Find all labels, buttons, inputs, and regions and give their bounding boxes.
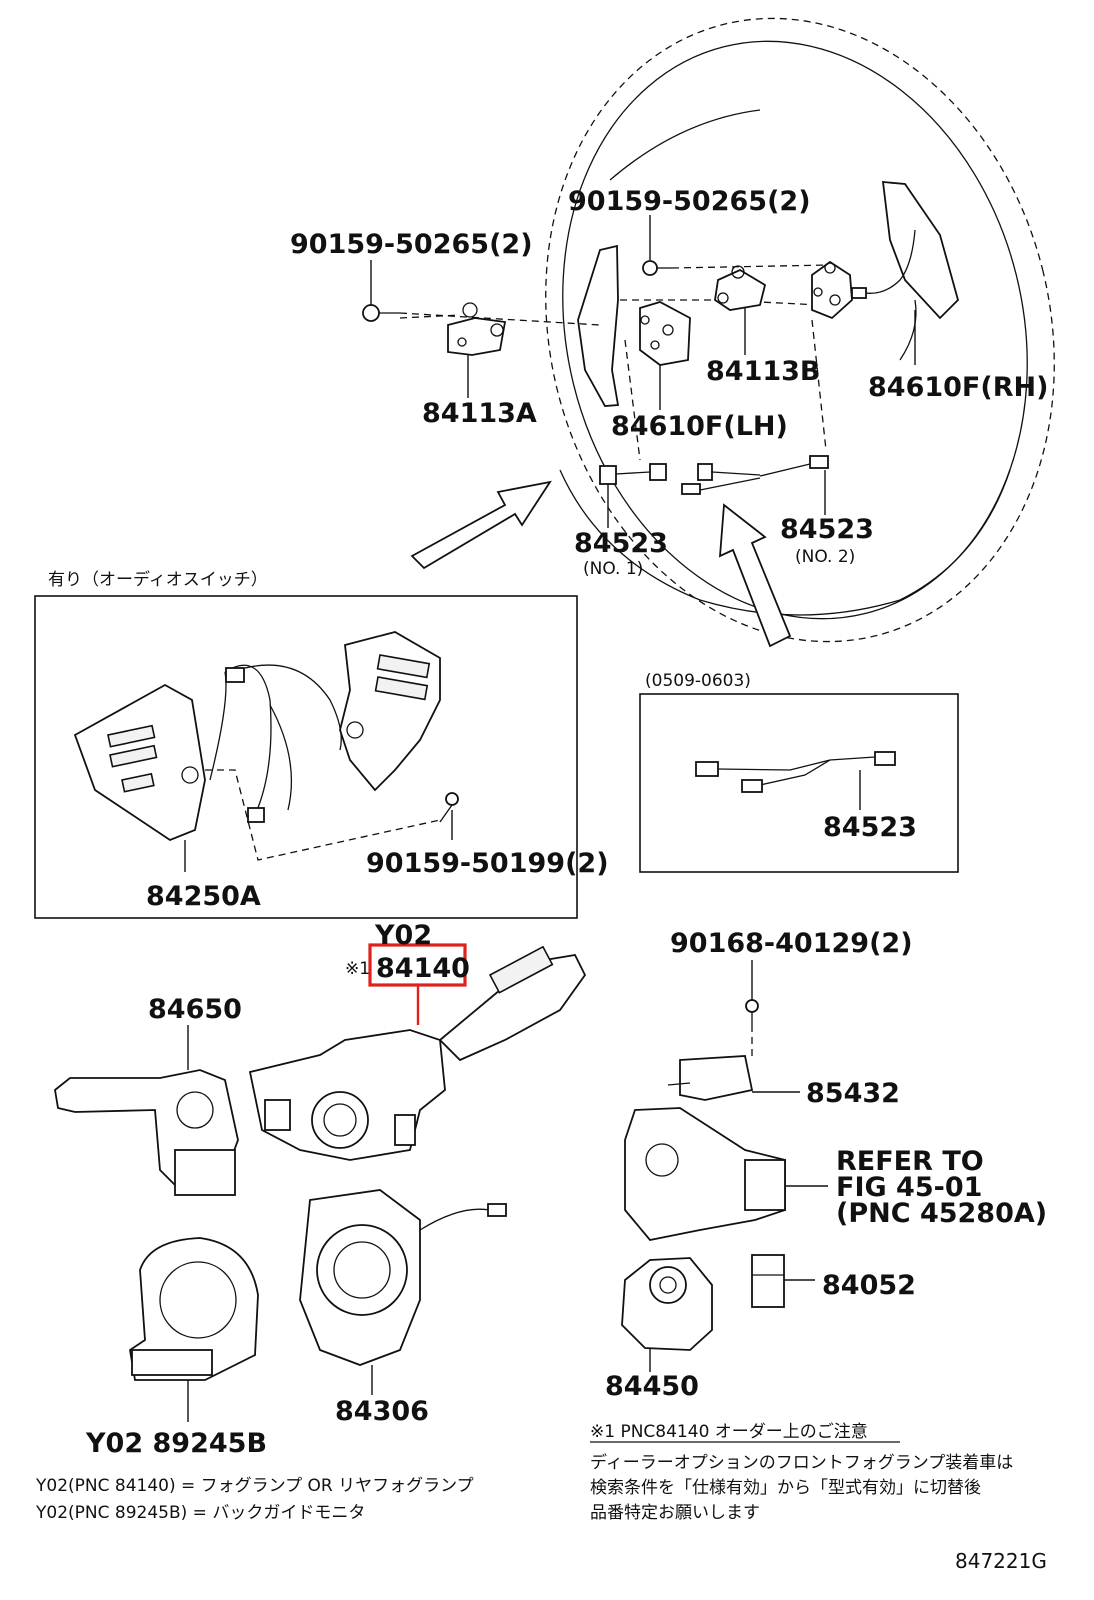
- ordering-line1: ディーラーオプションのフロントフォグランプ装着車は: [590, 1452, 1013, 1473]
- label-sensor: Y02 89245B: [85, 1428, 267, 1459]
- label-paddle-lh: 84610F(LH): [611, 411, 788, 442]
- paddle-rh-icon[interactable]: [881, 181, 960, 320]
- harness-no2-icon[interactable]: [681, 455, 829, 495]
- date-box: [639, 693, 959, 873]
- spiral-cable-icon[interactable]: [299, 1189, 507, 1366]
- refer-line1: REFER TO: [836, 1146, 984, 1177]
- arrow-right-icon: [718, 503, 792, 648]
- label-wiper-switch: 84650: [148, 994, 242, 1025]
- figure-id: 847221G: [955, 1549, 1047, 1573]
- arrow-left-icon: [410, 480, 552, 570]
- part-85432-icon[interactable]: [667, 1055, 754, 1101]
- steering-lock-icon[interactable]: [624, 1107, 786, 1241]
- audio-switch-box: [34, 595, 578, 919]
- label-highlight-part[interactable]: 84140: [376, 953, 470, 984]
- audio-box-title: 有り（オーディオスイッチ）: [48, 569, 268, 590]
- wiper-switch-icon[interactable]: [54, 1069, 239, 1196]
- label-bracket-a: 84113A: [422, 398, 537, 429]
- label-wire-no1-sub: (NO. 1): [583, 559, 643, 579]
- label-screw-bottom: 90168-40129(2): [670, 928, 913, 959]
- label-date-box-wire: 84523: [823, 812, 917, 843]
- sensor-icon[interactable]: [129, 1237, 259, 1381]
- label-cover: 84306: [335, 1396, 429, 1427]
- label-wire-no2: 84523: [780, 514, 874, 545]
- label-bolt-rh: 90159-50265(2): [568, 186, 811, 217]
- date-box-title: (0509-0603): [645, 671, 751, 691]
- label-audio-screw: 90159-50199(2): [366, 848, 609, 879]
- bolt-lh-icon[interactable]: [362, 304, 400, 322]
- audio-switch-lh-icon[interactable]: [73, 683, 206, 842]
- label-wire-no2-sub: (NO. 2): [795, 547, 855, 567]
- label-bracket-b: 84113B: [706, 356, 821, 387]
- bracket-b-icon[interactable]: [714, 265, 767, 311]
- bracket-a-icon[interactable]: [447, 302, 507, 356]
- label-wire-no1: 84523: [574, 528, 668, 559]
- ordering-title: ※1 PNC84140 オーダー上のご注意: [590, 1422, 868, 1442]
- label-ignition: 84450: [605, 1371, 699, 1402]
- ignition-icon[interactable]: [621, 1257, 713, 1351]
- bracket-lh-paddle-icon[interactable]: [639, 301, 691, 366]
- bracket-rh-paddle-icon[interactable]: [811, 229, 916, 320]
- refer-line3: (PNC 45280A): [836, 1198, 1047, 1229]
- label-y02-a: Y02: [374, 920, 432, 951]
- label-paddle-rh: 84610F(RH): [868, 372, 1048, 403]
- ordering-line3: 品番特定お願いします: [590, 1503, 760, 1523]
- steering-wheel: [545, 17, 1055, 643]
- audio-screw-icon[interactable]: [439, 792, 459, 823]
- label-bolt-lh: 90159-50265(2): [290, 229, 533, 260]
- audio-switch-harness-icon: [209, 664, 342, 823]
- combination-switch-icon[interactable]: [248, 945, 587, 1161]
- label-audio-switch: 84250A: [146, 881, 261, 912]
- note-y02-line1: Y02(PNC 84140) = フォグランプ OR リヤフォグランプ: [35, 1476, 474, 1496]
- label-note-mark: ※1: [345, 959, 370, 979]
- refer-line2: FIG 45-01: [836, 1172, 982, 1203]
- label-85432: 85432: [806, 1078, 900, 1109]
- audio-switch-rh-icon[interactable]: [339, 631, 441, 792]
- harness-no1-icon[interactable]: [599, 463, 667, 485]
- paddle-lh-icon[interactable]: [577, 244, 620, 407]
- ordering-line2: 検索条件を「仕様有効」から「型式有効」に切替後: [590, 1478, 981, 1498]
- date-box-harness-icon[interactable]: [695, 751, 896, 793]
- note-y02-line2: Y02(PNC 89245B) = バックガイドモニタ: [35, 1503, 365, 1523]
- bolt-rh-icon[interactable]: [642, 260, 672, 276]
- label-84052: 84052: [822, 1270, 916, 1301]
- screw-bottom-icon[interactable]: [745, 999, 759, 1025]
- part-84052-icon[interactable]: [751, 1254, 785, 1308]
